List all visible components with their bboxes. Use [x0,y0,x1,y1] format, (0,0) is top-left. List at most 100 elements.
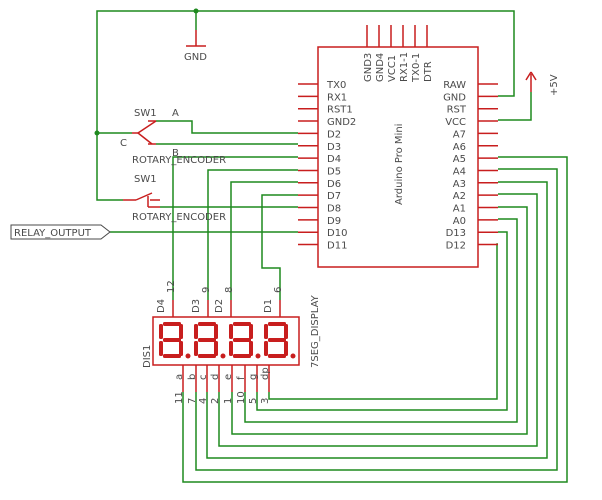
switch-top-pin-b: B [172,148,179,159]
display-segment [198,322,216,326]
arduino-left-pin-label: D8 [327,204,341,215]
display-segment [284,341,288,356]
display-bottom-pin-name: a [174,374,185,380]
display-digit [159,322,191,359]
display-body [152,316,300,366]
arduino-name: Arduino Pro Mini [394,124,405,205]
switch-top-name: SW1 [134,108,157,119]
display-top-pin-number: 6 [273,287,284,293]
rotary-encoder-switch-bottom: SW1 ROTARY_ENCODER [123,174,226,223]
display-decimal-point [290,353,296,359]
display-bottom-pin-number: 10 [236,391,247,404]
arduino-right-pin-label: D12 [446,241,466,252]
display-bottom-pin-number: 4 [198,398,209,404]
arduino-left-pin-label: D4 [327,154,341,165]
arduino-right-pin-label: A2 [453,191,466,202]
display-top-pin-name: D4 [156,299,167,313]
arduino-left-pin-label: D7 [327,191,341,202]
arduino-right-pin-label: RST [447,105,467,116]
junction-top [193,8,199,14]
display-segment [179,324,183,339]
gnd-symbol: GND [184,30,207,63]
display-segment [233,322,251,326]
display-bottom-pin-number: 1 [223,398,234,404]
display-digit [229,322,261,359]
switch-bottom-value: ROTARY_ENCODER [132,212,226,223]
display-top-pin-name: D1 [263,299,274,313]
display-bottom-pin-number: 3 [260,398,271,404]
arduino-left-pin-label: D2 [327,129,341,140]
arduino-top-pin-label: TX0-1 [411,53,422,83]
display-segment [163,322,181,326]
display-bottom-pin-name: d [210,374,221,380]
display-segment [198,338,216,342]
arduino-right-pin-label: A5 [453,154,466,165]
display-segment [194,341,198,356]
arduino-right-pin-label: D13 [446,228,466,239]
display-segment [179,341,183,356]
display-segment [159,324,163,339]
arduino-right-pin-label: A0 [453,216,466,227]
arduino-right-pin-label: A4 [453,166,466,177]
arduino-pins: TX0RX1RST1GND2D2D3D4D5D6D7D8D9D10D11RAWG… [298,25,498,252]
display-segment [249,324,253,339]
arduino-left-pin-label: GND2 [327,117,356,128]
display-digits [159,322,296,359]
display-segment [214,341,218,356]
relay-output-label: RELAY_OUTPUT [14,228,92,239]
display-decimal-point [185,353,191,359]
arduino-left-pin-label: D6 [327,179,341,190]
arduino-top-pin-label: VCC1 [387,55,398,82]
display-segment [163,338,181,342]
display-segment [233,354,251,358]
display-bottom-pin-name: c [198,375,209,381]
arduino-top-pin-label: GND4 [375,53,386,82]
junction-left [94,130,100,136]
power-5v-symbol: +5V [525,71,560,96]
display-segment [229,324,233,339]
arduino-right-pin-label: A3 [453,179,466,190]
display-top-pin-number: 12 [166,280,177,293]
display-top-pin-name: D2 [214,299,225,313]
switch-top-pin-c: C [120,138,127,149]
display-segment [194,324,198,339]
display-bottom-pin-number: 11 [174,391,185,404]
arduino-right-pin-label: RAW [443,80,466,91]
display-decimal-point [220,353,226,359]
wires [94,8,568,483]
display-segment [198,354,216,358]
arduino-right-pin-label: A6 [453,142,466,153]
display-segment [268,322,286,326]
display-digit [194,322,226,359]
arduino-left-pin-label: TX0 [326,80,346,91]
display-segment [264,324,268,339]
display-top-pin-number: 8 [224,287,235,293]
arduino-right-pin-label: GND [443,92,466,103]
display-segment [268,354,286,358]
display-segment [229,341,233,356]
arduino-left-pin-label: D3 [327,142,341,153]
switch-bottom-name: SW1 [134,174,157,185]
arduino-top-pin-label: GND3 [363,53,374,82]
arduino-left-pin-label: RST1 [327,105,353,116]
display-name: DIS1 [142,345,153,368]
power-5v-label: +5V [549,74,560,96]
display-segment [264,341,268,356]
display-segment [249,341,253,356]
display-bottom-pin-name: g [248,374,259,380]
rotary-encoder-switch-top: SW1 A C B ROTARY_ENCODER [120,108,226,166]
display-digit [264,322,296,359]
gnd-label: GND [184,52,207,63]
display-segment [268,338,286,342]
display-segment [214,324,218,339]
display-bottom-pin-number: 5 [248,398,259,404]
display-bottom-pin-number: 7 [187,398,198,404]
display-bottom-pin-name: f [236,376,247,380]
display-segment [284,324,288,339]
display-segment [163,354,181,358]
switch-top-pin-a: A [172,108,179,119]
display-value: 7SEG_DISPLAY [310,294,321,368]
display-bottom-pin-name: b [187,374,198,380]
